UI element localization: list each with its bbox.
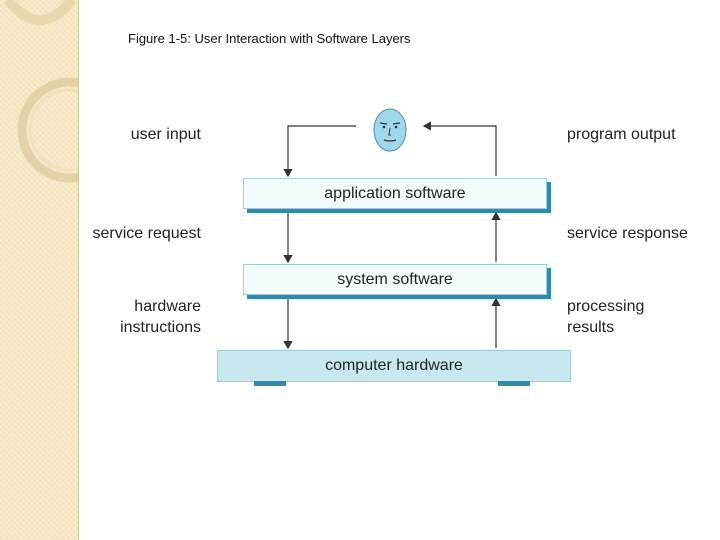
label-hardware-instructions: hardware instructions [100,296,201,338]
hardware-foot-left [254,381,286,386]
label-service-response: service response [567,225,688,242]
label-processing-results: processing results [567,296,644,338]
layer-system-software: system software [243,264,547,295]
label-processing-line1: processing [567,298,645,315]
layer-computer-hardware: computer hardware [217,350,571,382]
label-processing-line2: results [567,319,615,336]
layer-application-software: application software [243,178,547,209]
label-user-input: user input [130,126,201,143]
hardware-foot-right [498,381,530,386]
label-hardware-line2: instructions [120,319,201,336]
figure-title: Figure 1-5: User Interaction with Softwa… [128,31,411,46]
label-hardware-line1: hardware [134,298,201,315]
ring-decoration-icon [4,0,78,183]
label-service-request: service request [92,225,202,242]
user-face-icon [373,108,407,152]
decorative-side-panel [0,0,79,540]
label-program-output: program output [567,126,676,143]
